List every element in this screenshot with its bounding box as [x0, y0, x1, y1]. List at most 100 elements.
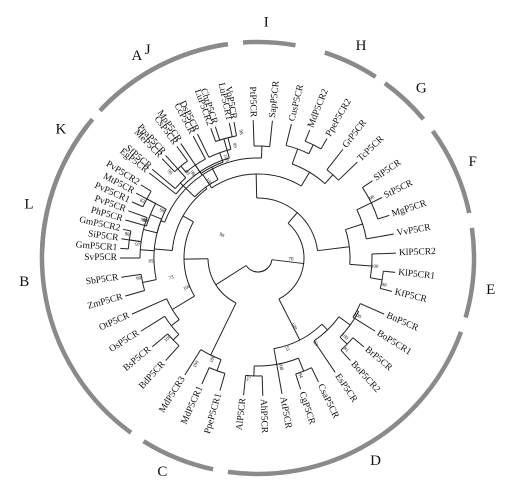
branch [160, 220, 165, 223]
branch [172, 334, 180, 341]
leaf-label: BrP5CR [363, 345, 395, 374]
branch [371, 197, 383, 204]
branch [300, 172, 310, 187]
branch [252, 120, 255, 147]
branch [121, 273, 142, 278]
branch [228, 122, 233, 137]
bootstrap-value: 100 [277, 363, 284, 372]
clade-label: C [157, 464, 167, 480]
bootstrap-value: 84 [296, 373, 303, 380]
branch [140, 184, 152, 192]
bootstrap-value: 99 [142, 218, 149, 224]
tree-branches [120, 120, 396, 396]
leaf-label: SbP5CR [85, 273, 119, 288]
branch [180, 165, 187, 173]
clade-arc [142, 439, 214, 472]
clade-arc [324, 50, 377, 79]
clade-label: B [19, 274, 29, 290]
leaf-label: VvP5CR [396, 223, 432, 239]
branch [356, 202, 372, 211]
branch-arc [171, 188, 208, 251]
leaf-labels: VoP5CRChrP5CRDsP5CRMpP5CRPpaP5CRSfP5CRPv… [75, 80, 436, 435]
branch [184, 349, 202, 376]
leaf-label: AlP5CR [235, 397, 248, 431]
leaf-label: MdP5CR3 [158, 375, 188, 415]
bootstrap-value: 98 [381, 283, 387, 289]
clade-label: A [132, 48, 143, 64]
branch [233, 122, 237, 136]
branch [285, 123, 292, 146]
leaf-label: KlP5CR1 [398, 268, 436, 282]
leaf-label: EsP5CR [333, 372, 360, 405]
bootstrap-value: 100 [209, 355, 217, 364]
leaf-label: CgP5CR [297, 391, 317, 427]
clade-arc [430, 129, 472, 214]
branch-arc [245, 259, 273, 273]
bootstrap-value: 83 [311, 340, 318, 347]
branch [243, 375, 247, 396]
leaf-label: GrP5CR [341, 118, 369, 150]
bootstrap-value: 98 [124, 232, 130, 238]
branch [326, 148, 344, 171]
leaf-label: SapP5CR [268, 80, 282, 118]
branch [151, 333, 168, 348]
branch [311, 367, 319, 383]
branch [128, 210, 148, 219]
leaf-label: BsP5CR [122, 345, 154, 374]
branch [176, 146, 188, 162]
branch [308, 144, 314, 154]
branch [201, 367, 210, 385]
branch [317, 246, 350, 252]
leaf-label: MdP5CR1 [180, 385, 206, 426]
branch [142, 279, 157, 284]
leaf-label: CsaP5CR [315, 383, 340, 421]
branch [140, 315, 165, 332]
branch [219, 373, 226, 391]
branch [202, 174, 213, 189]
branch [321, 323, 328, 331]
branch [370, 277, 383, 281]
branch [165, 345, 180, 361]
clade-label: J [145, 42, 151, 58]
bootstrap-value: 98 [158, 208, 165, 215]
branch [383, 270, 396, 273]
branch-arc [278, 222, 305, 300]
branch [313, 340, 336, 373]
branch [154, 248, 173, 251]
branch [120, 247, 129, 250]
branch [143, 228, 158, 234]
leaf-label: AtP5CR [277, 396, 293, 430]
bootstrap-value: 100 [371, 265, 379, 270]
branch [320, 138, 328, 150]
branch [210, 128, 217, 142]
branch [214, 126, 221, 141]
clade-label: G [416, 80, 427, 96]
leaf-label: MgP5CR [391, 199, 429, 220]
bootstrap-value: 100 [164, 334, 173, 343]
branch [151, 168, 176, 189]
leaf-label: PpeP5CR1 [203, 392, 224, 435]
branch [291, 148, 299, 165]
branch [129, 239, 142, 243]
branch [227, 137, 232, 150]
leaf-label: BnP5CR [385, 311, 421, 334]
branch [371, 252, 396, 255]
bootstrap-value: 70 [288, 257, 294, 262]
branch [271, 259, 304, 265]
branch [297, 357, 305, 372]
leaf-label: KlP5CR2 [399, 247, 437, 258]
bootstrap-value: 100 [340, 333, 349, 342]
bootstrap-value: 81 [342, 347, 349, 354]
leaf-label: SiP5CR [87, 229, 119, 243]
branch [131, 298, 167, 315]
branch [287, 212, 298, 224]
branch [261, 375, 264, 396]
clade-label: L [24, 197, 33, 213]
branch [172, 295, 195, 310]
branch-arc [256, 197, 319, 251]
branch [192, 135, 206, 160]
bootstrap-value: 82 [139, 198, 146, 205]
branch [340, 349, 351, 361]
bootstrap-value: 73 [168, 275, 175, 281]
